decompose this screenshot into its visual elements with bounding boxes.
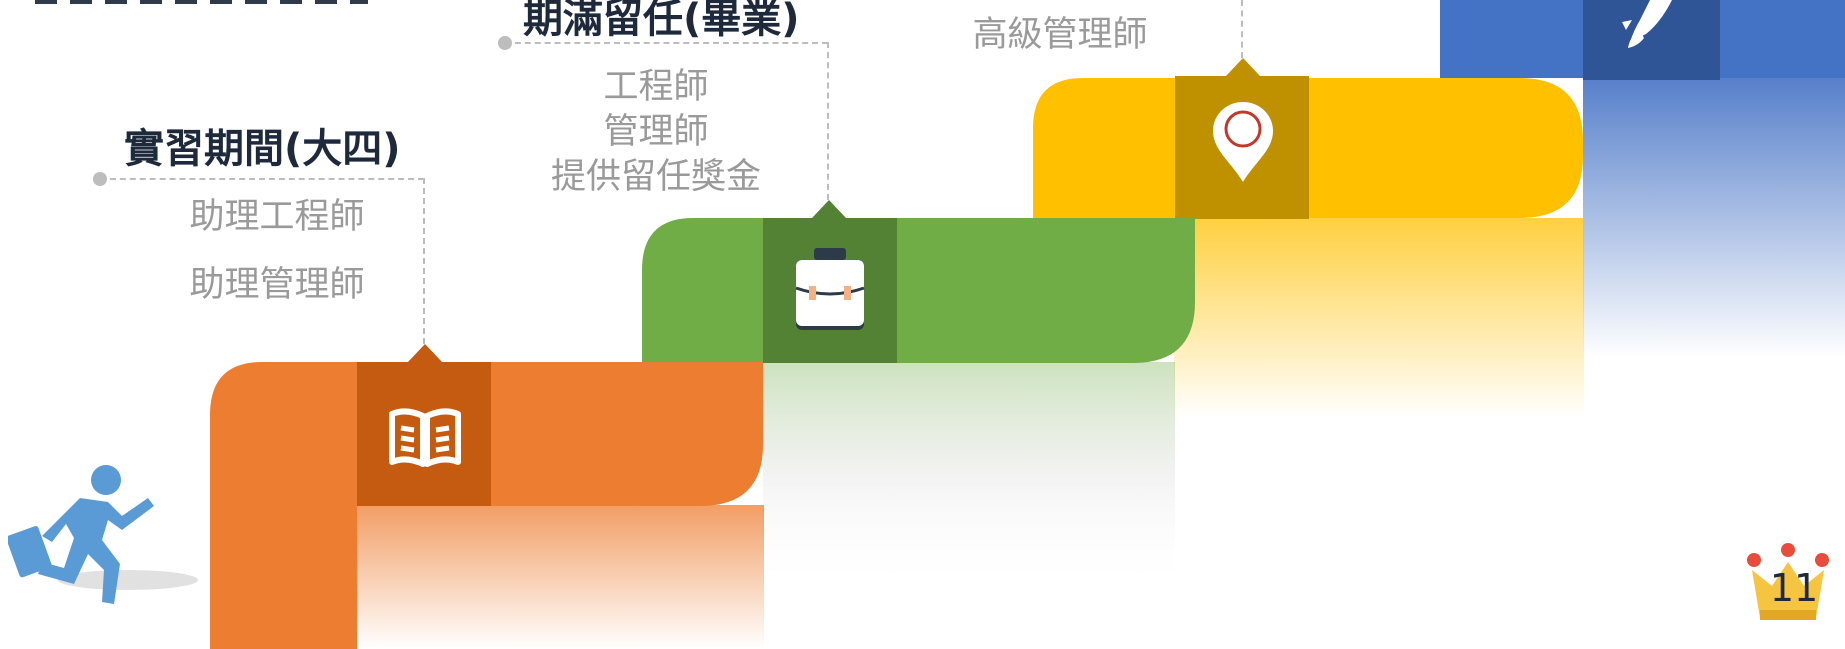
page-number: 11 — [1769, 566, 1819, 610]
stage-2-role-3: 提供留任獎金 — [550, 157, 761, 197]
stage-1-role-2: 助理管理師 — [189, 265, 365, 305]
crown-icon — [1747, 543, 1829, 620]
stage-1-pointer — [408, 344, 442, 362]
stage-2-role-1: 工程師 — [603, 67, 709, 107]
stage-2-role-2: 管理師 — [603, 112, 709, 152]
stage-2-connector-drop — [827, 42, 829, 200]
stage-2-connector-line — [505, 42, 828, 44]
stage-2-pointer — [812, 200, 846, 218]
rocket-icon — [1622, 0, 1672, 48]
stage-1-title: 實習期間(大四) — [124, 126, 401, 172]
location-pin-icon — [1213, 102, 1273, 182]
book-icon — [389, 408, 461, 467]
briefcase-icon — [795, 248, 865, 330]
running-person-icon — [8, 465, 198, 604]
stage-3-connector-drop — [1241, 0, 1243, 58]
header-decoration — [35, 0, 368, 4]
stage-2-title: 期滿留任(畢業) — [523, 0, 800, 42]
stage-3-pointer — [1226, 58, 1260, 76]
stage-1-role-1: 助理工程師 — [189, 197, 365, 237]
step-2-bar — [642, 218, 1195, 363]
stage-1-connector-line — [100, 178, 424, 180]
stage-1-connector-drop — [423, 178, 425, 344]
stage-3-role-1: 高級管理師 — [972, 15, 1148, 55]
